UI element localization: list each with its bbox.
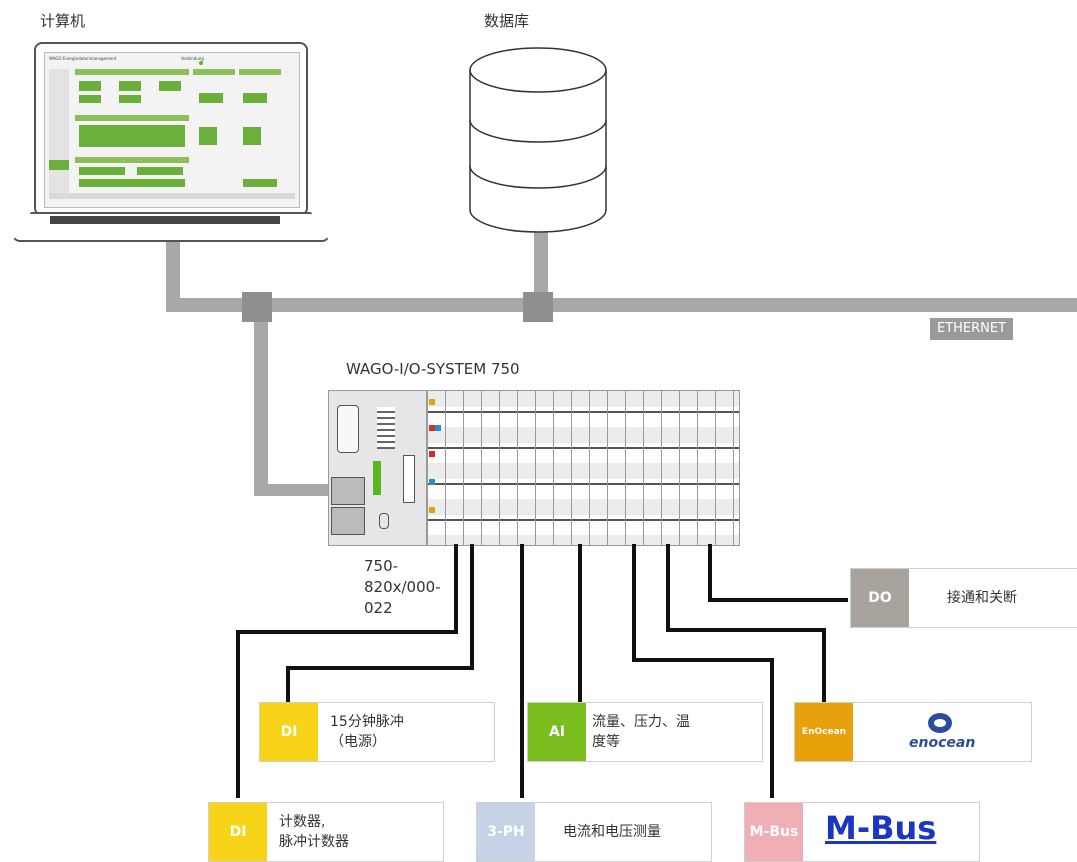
laptop-keyboard	[12, 212, 330, 242]
controller-label: 750- 820x/000- 022	[364, 557, 441, 617]
database-cable	[534, 226, 548, 306]
di-2-text: 计数器, 脉冲计数器	[279, 814, 349, 850]
laptop-screen: WAGO Energiedatenmanagement Verbindung	[34, 42, 308, 216]
screen-title: WAGO Energiedatenmanagement	[49, 56, 117, 61]
screen-status: Verbindung	[181, 56, 204, 61]
screen-sidebar	[49, 69, 69, 199]
network-switch-right	[523, 292, 553, 322]
database-icon	[469, 47, 607, 233]
signal-enocean: EnOcean enocean	[794, 702, 1032, 762]
signal-3ph: 3-PH 电流和电压测量	[476, 802, 712, 862]
io-terminals	[426, 390, 740, 546]
do-tag: DO	[851, 569, 909, 627]
signal-mbus: M-Bus M-Bus	[744, 802, 980, 862]
database-label: 数据库	[484, 12, 530, 30]
signal-do: DO 接通和关断	[850, 568, 1077, 628]
system-label: WAGO-I/O-SYSTEM 750	[346, 360, 520, 378]
ai-text: 流量、压力、温 度等	[592, 714, 690, 750]
serial-port	[337, 405, 359, 453]
signal-di-1: DI 15分钟脉冲 （电源）	[259, 702, 495, 762]
ethernet-backbone	[166, 298, 1077, 312]
ethernet-port-2	[331, 507, 365, 535]
mbus-tag: M-Bus	[745, 803, 803, 861]
led-panel	[377, 407, 395, 449]
controller-cable-horizontal	[254, 484, 336, 496]
ai-tag: AI	[528, 703, 586, 761]
sd-slot	[403, 455, 415, 503]
controller-cable-vertical	[254, 306, 268, 496]
3ph-tag: 3-PH	[477, 803, 535, 861]
enocean-logo-text: enocean	[909, 735, 976, 751]
3ph-text: 电流和电压测量	[563, 824, 661, 840]
wago-logo-icon	[373, 461, 381, 495]
di-2-tag: DI	[209, 803, 267, 861]
signal-di-2: DI 计数器, 脉冲计数器	[208, 802, 444, 862]
controller-module	[328, 390, 428, 546]
network-switch-left	[242, 292, 272, 322]
mbus-logo: M-Bus	[825, 809, 937, 847]
di-1-text: 15分钟脉冲 （电源）	[330, 714, 404, 750]
di-1-tag: DI	[260, 703, 318, 761]
computer-label: 计算机	[40, 12, 86, 30]
enocean-tag: EnOcean	[795, 703, 853, 761]
mode-switch	[379, 513, 389, 529]
ethernet-label: ETHERNET	[930, 318, 1014, 340]
ethernet-port-1	[331, 477, 365, 505]
enocean-logo-icon	[928, 713, 952, 733]
laptop-cable	[166, 240, 180, 312]
signal-ai: AI 流量、压力、温 度等	[527, 702, 763, 762]
do-text: 接通和关断	[947, 590, 1017, 606]
laptop-display: WAGO Energiedatenmanagement Verbindung	[44, 52, 300, 208]
